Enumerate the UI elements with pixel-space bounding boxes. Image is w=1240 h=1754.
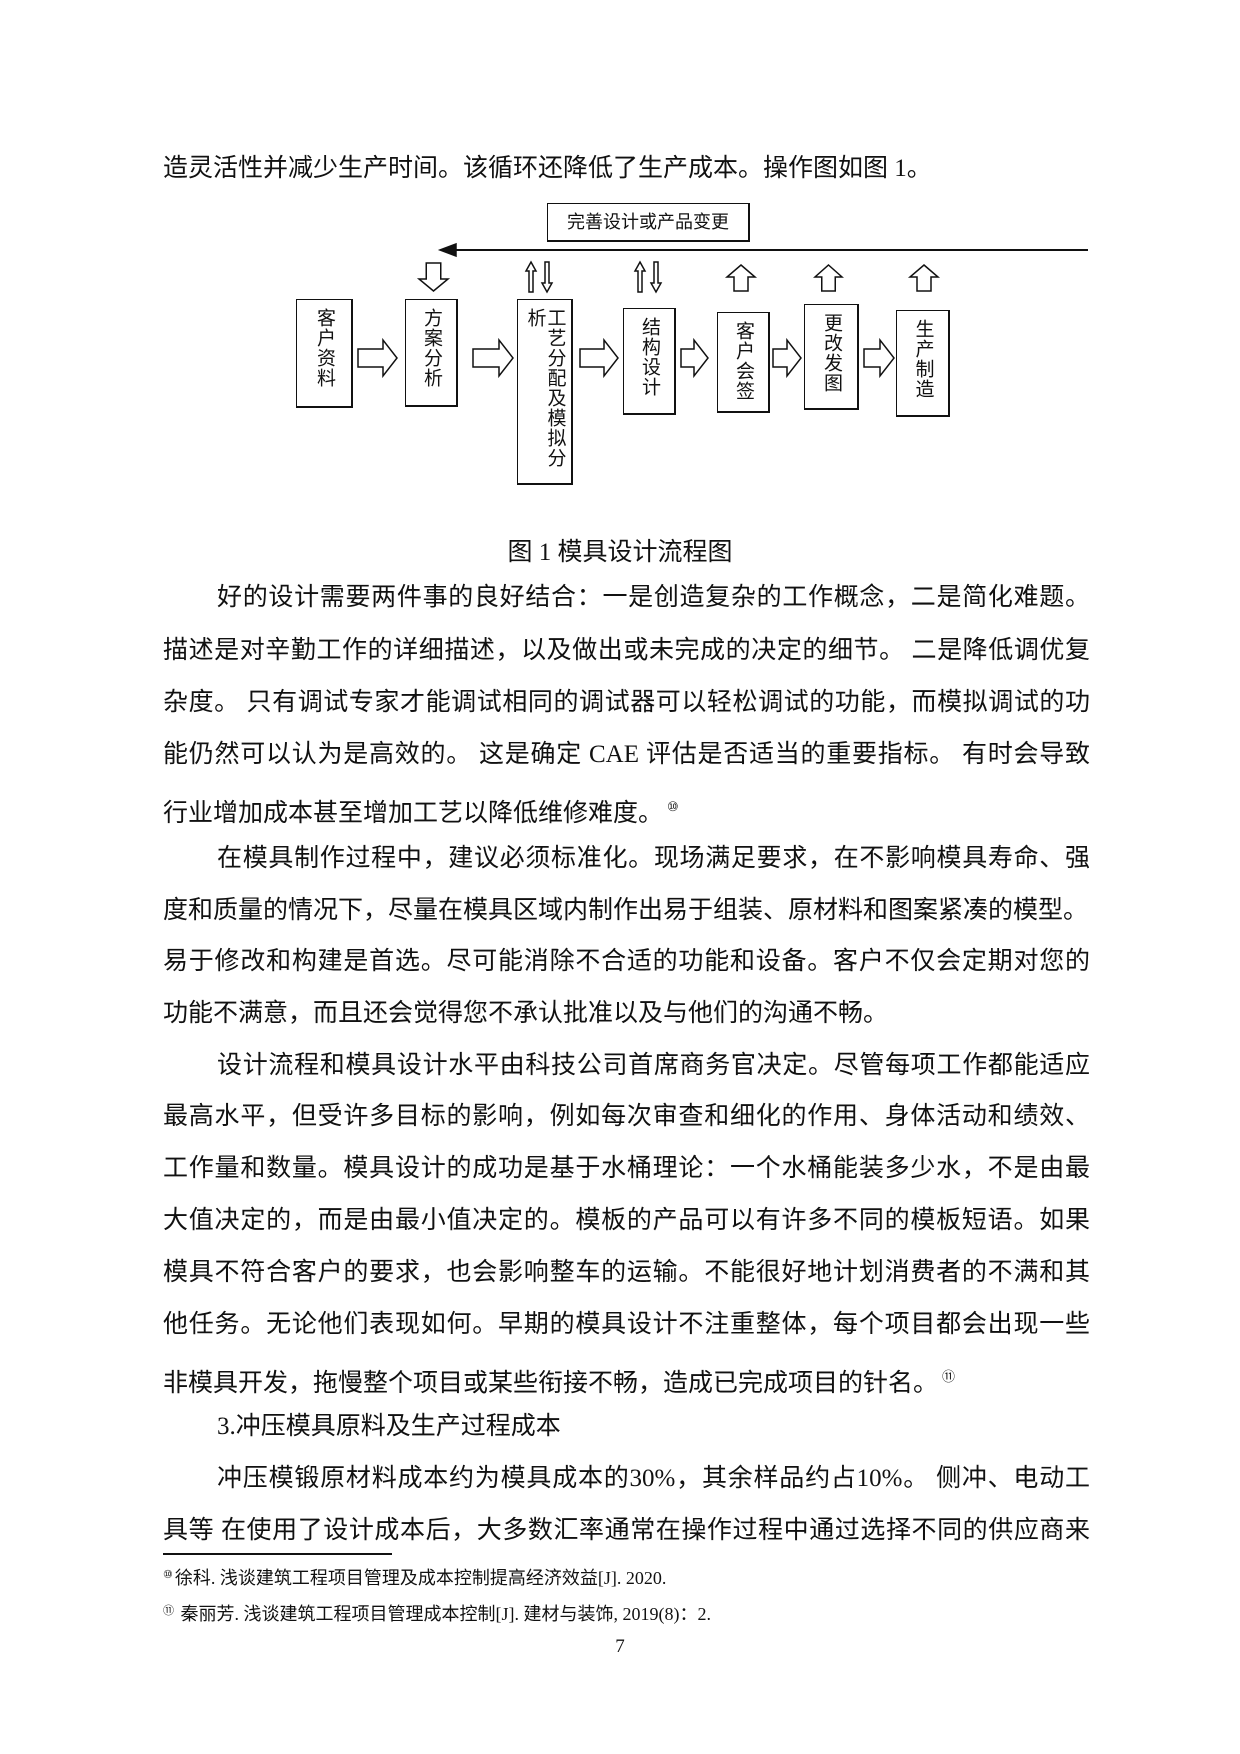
text-line: 他任务。无论他们表现如何。早期的模具设计不注重整体，每个项目都会出现一些	[163, 1309, 1090, 1341]
up-arrow-icon	[724, 264, 758, 292]
flow-step-label: 生产制造	[912, 319, 934, 399]
figure-caption: 图 1 模具设计流程图	[507, 539, 733, 566]
line-text: 杂度。 只有调试专家才能调试相同的调试器可以轻松调试的功能，而模拟调试的功	[163, 689, 1090, 716]
right-arrow-icon	[863, 337, 895, 379]
line-text: 行业增加成本甚至增加工艺以降低维修难度。	[163, 800, 664, 827]
text-line: 工作量和数量。模具设计的成功是基于水桶理论：一个水桶能装多少水，不是由最	[163, 1153, 1090, 1185]
line-text: 3.冲压模具原料及生产过程成本	[217, 1413, 561, 1440]
up-arrow-icon	[524, 260, 538, 293]
right-arrow-icon	[472, 337, 514, 379]
line-text: 模具不符合客户的要求，也会影响整车的运输。不能很好地计划消费者的不满和其	[163, 1259, 1090, 1286]
line-text: 设计流程和模具设计水平由科技公司首席商务官决定。尽管每项工作都能适应	[217, 1052, 1090, 1079]
footnote-reference[interactable]: ⑩	[667, 799, 679, 814]
flow-step-box: 生产制造	[896, 310, 950, 417]
right-arrow-icon	[357, 337, 398, 379]
line-text: 功能不满意，而且还会觉得您不承认批准以及与他们的沟通不畅。	[163, 1000, 889, 1027]
flow-step-label: 客户会签	[733, 321, 754, 401]
text-line: 功能不满意，而且还会觉得您不承认批准以及与他们的沟通不畅。	[163, 998, 1090, 1030]
right-arrow-icon	[680, 337, 709, 379]
text-line: 模具不符合客户的要求，也会影响整车的运输。不能很好地计划消费者的不满和其	[163, 1257, 1090, 1289]
line-text: 大值决定的，而是由最小值决定的。模板的产品可以有许多不同的模板短语。如果	[163, 1207, 1090, 1234]
flow-step-box: 更改发图	[804, 304, 859, 410]
footnote-mark: ⑩	[163, 1569, 173, 1581]
flow-step-box: 方案分析	[405, 299, 458, 407]
up-arrow-icon	[633, 260, 647, 293]
line-text: 度和质量的情况下，尽量在模具区域内制作出易于组装、原材料和图案紧凑的模型。	[163, 897, 1089, 924]
text-line: 在模具制作过程中，建议必须标准化。现场满足要求，在不影响模具寿命、强	[217, 843, 1090, 875]
text-line: 设计流程和模具设计水平由科技公司首席商务官决定。尽管每项工作都能适应	[217, 1050, 1090, 1082]
page-number: 7	[615, 1636, 625, 1657]
line-text: 非模具开发，拖慢整个项目或某些衔接不畅，造成已完成项目的针名。	[163, 1370, 939, 1397]
feedback-arrowhead	[437, 242, 457, 258]
text-line: 最高水平，但受许多目标的影响，例如每次审查和细化的作用、身体活动和绩效、	[163, 1101, 1090, 1133]
line-text: 工作量和数量。模具设计的成功是基于水桶理论：一个水桶能装多少水，不是由最	[163, 1155, 1090, 1182]
line-text: 具等 在使用了设计成本后，大多数汇率通常在操作过程中通过选择不同的供应商来	[163, 1517, 1090, 1544]
up-arrow-icon	[813, 263, 844, 292]
text-line: 冲压模锻原材料成本约为模具成本的30%，其余样品约占10%。 侧冲、电动工	[217, 1463, 1090, 1495]
down-arrow-icon	[649, 261, 663, 294]
down-arrow-icon	[540, 261, 554, 294]
text-line: 杂度。 只有调试专家才能调试相同的调试器可以轻松调试的功能，而模拟调试的功	[163, 687, 1090, 719]
text-line: 非模具开发，拖慢整个项目或某些衔接不畅，造成已完成项目的针名。⑪	[163, 1361, 1090, 1400]
line-text: 他任务。无论他们表现如何。早期的模具设计不注重整体，每个项目都会出现一些	[163, 1311, 1090, 1338]
line-text: 冲压模锻原材料成本约为模具成本的30%，其余样品约占10%。 侧冲、电动工	[217, 1465, 1090, 1492]
flow-step-label: 结构设计	[639, 317, 660, 397]
flow-step-box: 客户会签	[717, 312, 770, 413]
up-arrow-icon	[907, 264, 941, 292]
text-line: 度和质量的情况下，尽量在模具区域内制作出易于组装、原材料和图案紧凑的模型。	[163, 895, 1090, 927]
down-arrow-icon	[416, 262, 451, 292]
flow-step-box: 工艺分配及模拟分析	[517, 299, 573, 485]
intro-line: 造灵活性并减少生产时间。该循环还降低了生产成本。操作图如图 1。	[163, 155, 932, 182]
line-text: 能仍然可以认为是高效的。 这是确定 CAE 评估是否适当的重要指标。 有时会导致	[163, 741, 1090, 768]
footnote: ⑪ 秦丽芳. 浅谈建筑工程项目管理成本控制[J]. 建材与装饰, 2019(8)…	[163, 1600, 711, 1626]
flow-step-label: 方案分析	[421, 308, 442, 388]
line-text: 在模具制作过程中，建议必须标准化。现场满足要求，在不影响模具寿命、强	[217, 845, 1090, 872]
text-line: 3.冲压模具原料及生产过程成本	[217, 1411, 1090, 1443]
text-line: 大值决定的，而是由最小值决定的。模板的产品可以有许多不同的模板短语。如果	[163, 1205, 1090, 1237]
flow-step-box: 结构设计	[623, 308, 676, 415]
text-line: 行业增加成本甚至增加工艺以降低维修难度。⑩	[163, 791, 1090, 830]
line-text: 易于修改和构建是首选。尽可能消除不合适的功能和设备。客户不仅会定期对您的	[163, 948, 1090, 975]
right-arrow-icon	[579, 337, 619, 379]
flow-step-label: 客户资料	[314, 308, 335, 388]
text-line: 具等 在使用了设计成本后，大多数汇率通常在操作过程中通过选择不同的供应商来	[163, 1515, 1090, 1547]
line-text: 最高水平，但受许多目标的影响，例如每次审查和细化的作用、身体活动和绩效、	[163, 1103, 1090, 1130]
flowchart-arrows	[357, 242, 1088, 379]
footnote-text: 秦丽芳. 浅谈建筑工程项目管理成本控制[J]. 建材与装饰, 2019(8)：2…	[176, 1604, 711, 1624]
footnote-mark: ⑪	[163, 1605, 174, 1617]
line-text: 好的设计需要两件事的良好结合：一是创造复杂的工作概念，二是简化难题。	[217, 584, 1090, 611]
text-line: 能仍然可以认为是高效的。 这是确定 CAE 评估是否适当的重要指标。 有时会导致	[163, 739, 1090, 771]
text-line: 描述是对辛勤工作的详细描述，以及做出或未完成的决定的细节。 二是降低调优复	[163, 635, 1090, 667]
right-arrow-icon	[772, 337, 802, 379]
footnote-reference[interactable]: ⑪	[942, 1369, 956, 1384]
line-text: 描述是对辛勤工作的详细描述，以及做出或未完成的决定的细节。 二是降低调优复	[163, 637, 1090, 664]
flow-step-box: 客户资料	[296, 299, 353, 408]
flow-step-label: 工艺分配及模拟分析	[524, 308, 566, 468]
footnote-divider	[163, 1553, 392, 1555]
flow-step-label: 更改发图	[821, 313, 842, 393]
feedback-box: 完善设计或产品变更	[547, 203, 750, 242]
text-line: 易于修改和构建是首选。尽可能消除不合适的功能和设备。客户不仅会定期对您的	[163, 946, 1090, 978]
text-line: 好的设计需要两件事的良好结合：一是创造复杂的工作概念，二是简化难题。	[217, 582, 1090, 614]
footnote-text: 徐科. 浅谈建筑工程项目管理及成本控制提高经济效益[J]. 2020.	[174, 1568, 667, 1588]
